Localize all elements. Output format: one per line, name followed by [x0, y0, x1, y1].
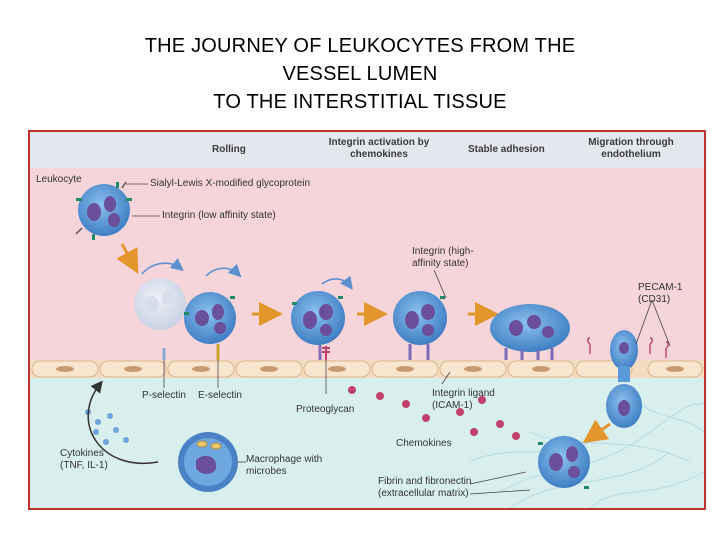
leukocyte-stable-adhesion: [393, 291, 447, 360]
label-macrophage: Macrophage with microbes: [246, 454, 323, 477]
leukocyte-transmigrating: [587, 330, 669, 428]
stage-migration: Migration through endothelium: [588, 137, 674, 160]
fibrin-fibers: [469, 391, 704, 508]
label-sialyl-lewis: Sialyl-Lewis X-modified glycoprotein: [150, 178, 311, 189]
leukocyte-activated: [291, 291, 345, 360]
label-chemokines: Chemokines: [396, 438, 452, 449]
stage-header-band: [30, 132, 704, 168]
label-leukocyte: Leukocyte: [36, 174, 82, 185]
label-integrin-high: Integrin (high-affinity state): [412, 246, 474, 269]
leukocyte-rolling-faded: [134, 278, 186, 330]
stage-rolling: Rolling: [212, 144, 246, 155]
title-line-2: VESSEL LUMEN: [282, 63, 438, 85]
leukocyte-in-tissue: [538, 436, 590, 489]
label-e-selectin: E-selectin: [198, 390, 242, 401]
leukocyte-rolling: [184, 292, 236, 358]
label-cytokines: Cytokines (TNF, IL-1): [60, 448, 108, 471]
label-integrin-ligand: Integrin ligand (ICAM-1): [432, 388, 495, 411]
leukocyte-spreading: [490, 304, 570, 360]
label-integrin-low: Integrin (low affinity state): [162, 210, 276, 221]
label-p-selectin: P-selectin: [142, 390, 186, 401]
label-fibrin: Fibrin and fibronectin (extracellular ma…: [378, 476, 472, 499]
label-proteoglycan: Proteoglycan: [296, 404, 355, 415]
stage-stable-adhesion: Stable adhesion: [468, 144, 545, 155]
vessel-lumen: [30, 168, 704, 360]
cytokine-arrow: [87, 380, 159, 465]
stage-integrin-activation: Integrin activation by chemokines: [328, 137, 430, 160]
rolling-arrows: [141, 258, 353, 290]
chemokines: [348, 386, 520, 440]
proteoglycan: [322, 346, 330, 360]
leukocyte-migration-diagram: Rolling Integrin activation by chemokine…: [28, 130, 706, 510]
title-line-1: THE JOURNEY OF LEUKOCYTES FROM THE: [144, 35, 576, 57]
leukocyte-free: [75, 181, 132, 240]
movement-arrows: [116, 243, 611, 444]
slide-title: THE JOURNEY OF LEUKOCYTES FROM THE VESSE…: [60, 32, 660, 116]
title-line-3: TO THE INTERSTITIAL TISSUE: [213, 91, 507, 113]
label-pecam: PECAM-1 (CD31): [638, 282, 683, 305]
diagram-artwork: [30, 132, 704, 508]
macrophage: [178, 432, 238, 492]
endothelium: [30, 360, 704, 378]
leader-lines: [126, 183, 671, 495]
